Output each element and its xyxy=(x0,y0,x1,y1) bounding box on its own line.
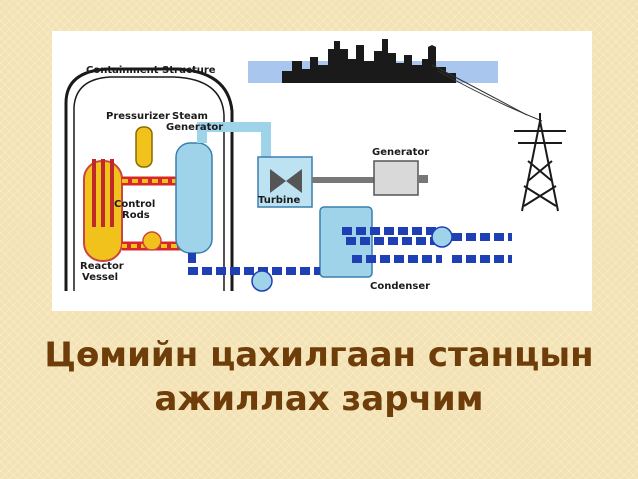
label-turbine: Turbine xyxy=(258,195,300,206)
shaft xyxy=(312,177,382,183)
feedwater-pump xyxy=(251,270,273,292)
power-line xyxy=(437,70,543,122)
label-reactor: Reactor xyxy=(80,261,124,272)
steam-generator xyxy=(175,142,213,254)
power-line xyxy=(431,64,528,116)
turbine-blades xyxy=(270,169,302,193)
cooling-pump xyxy=(431,226,453,248)
title-line-2: ажиллах зарчим xyxy=(154,379,484,419)
diagram-svg: Containment Structure Pressurizer Steam … xyxy=(64,39,566,292)
label-steam: Steam xyxy=(172,111,208,122)
label-condenser: Condenser xyxy=(370,281,430,292)
feedwater-line xyxy=(188,253,320,275)
control-rods xyxy=(92,159,114,227)
label-reactor-vessel: Vessel xyxy=(82,272,118,283)
turbine-housing xyxy=(257,156,313,208)
label-control: Control xyxy=(114,199,155,210)
slide-title: Цөмийн цахилгаан станцын ажиллах зарчим xyxy=(0,333,638,421)
cooling-outlet xyxy=(452,233,512,263)
generator-unit xyxy=(373,160,419,196)
generator-end xyxy=(418,175,428,183)
label-control-rods: Rods xyxy=(122,210,150,221)
city-skyline xyxy=(282,39,456,83)
label-generator: Generator xyxy=(372,147,429,158)
label-pressurizer: Pressurizer xyxy=(106,111,170,122)
containment-inner xyxy=(73,76,225,291)
transmission-tower xyxy=(514,113,566,212)
label-steam-generator: Generator xyxy=(166,122,223,133)
pressurizer-tank xyxy=(135,126,153,168)
label-containment: Containment Structure xyxy=(86,65,216,76)
primary-pump xyxy=(142,231,162,251)
power-plant-diagram: Containment Structure Pressurizer Steam … xyxy=(52,31,592,311)
steam-line xyxy=(197,122,271,161)
containment-dome xyxy=(64,67,234,291)
title-line-1: Цөмийн цахилгаан станцын xyxy=(44,335,594,375)
